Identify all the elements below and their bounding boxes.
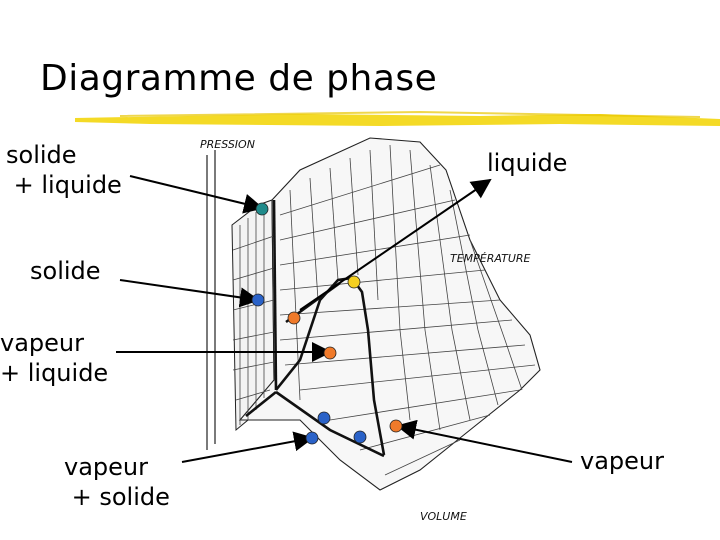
dot-critical-yellow	[348, 276, 360, 288]
arrow-vapeur-solide	[182, 438, 312, 462]
label-solide-liquide: solide + liquide	[6, 140, 122, 200]
dot-vapeur-liquide	[324, 347, 336, 359]
dot-liquide-orange	[288, 312, 300, 324]
label-vapeur-liquide: vapeur + liquide	[0, 328, 108, 388]
pvt-surface	[207, 138, 540, 490]
dot-solide	[252, 294, 264, 306]
dot-vapeur	[390, 420, 402, 432]
dot-vapeur-solide	[306, 432, 318, 444]
label-solide: solide	[30, 256, 101, 286]
axis-label-temperature: TEMPÉRATURE	[450, 252, 531, 265]
arrow-solide-liquide	[130, 176, 262, 208]
label-vapeur-solide: vapeur + solide	[64, 452, 170, 512]
label-liquide: liquide	[487, 148, 567, 178]
axis-label-volume: VOLUME	[420, 510, 467, 523]
dot-triple-blue-1	[318, 412, 330, 424]
dot-triple-blue-2	[354, 431, 366, 443]
label-vapeur: vapeur	[580, 446, 664, 476]
dot-solide-liquide	[256, 203, 268, 215]
axis-label-pression: PRESSION	[200, 138, 255, 151]
title-underline	[75, 112, 720, 126]
